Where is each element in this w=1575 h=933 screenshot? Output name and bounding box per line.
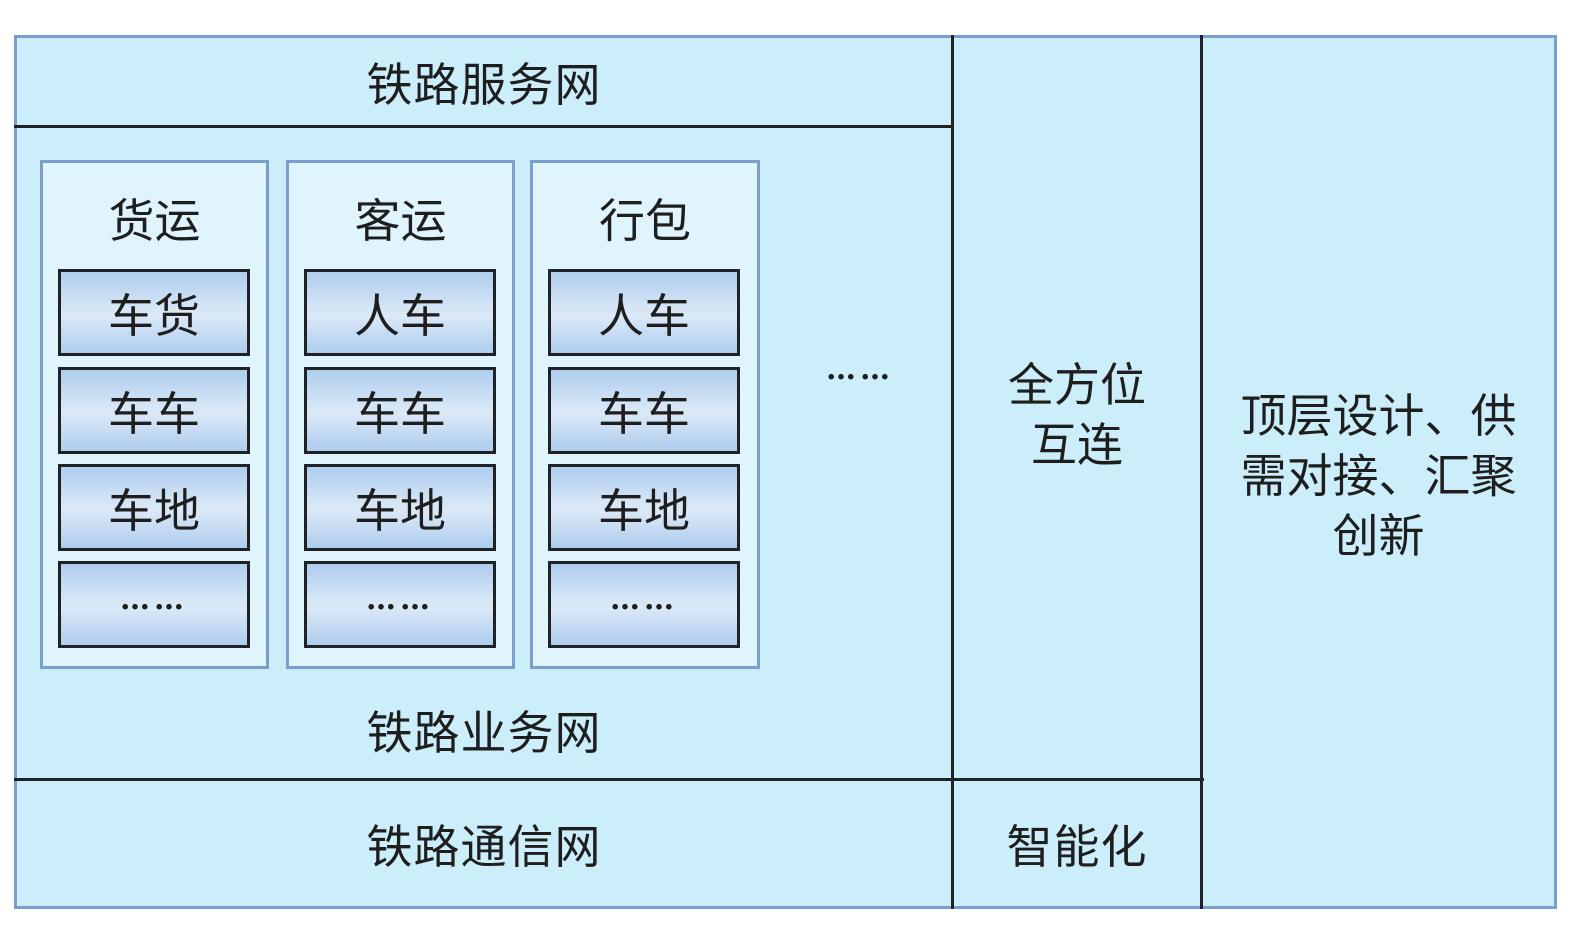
group-title: 客运: [354, 194, 447, 248]
service-network-label: 铁路服务网: [366, 57, 602, 112]
group-luggage: 行包 人车 车车 车地 ……: [530, 160, 760, 669]
group-item: 车地: [304, 464, 496, 551]
divider-communication-network: [14, 778, 1204, 781]
business-network-label: 铁路业务网: [366, 706, 602, 760]
group-freight: 货运 车货 车车 车地 ……: [40, 160, 269, 669]
group-item: 车车: [548, 367, 740, 454]
intelligence-label: 智能化: [1006, 819, 1148, 874]
top-design-label: 顶层设计、供 需对接、汇聚 创新: [1203, 386, 1554, 566]
ellipsis: ……: [610, 581, 678, 617]
diagram-frame: [14, 35, 1557, 909]
group-title: 行包: [599, 194, 691, 248]
ellipsis: ……: [120, 581, 188, 617]
divider-interconnect-column: [951, 35, 954, 909]
group-item: 车地: [58, 464, 250, 551]
divider-top-design-column: [1200, 35, 1203, 909]
interconnect-line1: 全方位: [1008, 358, 1146, 412]
ellipsis: ……: [366, 581, 434, 617]
top-design-line2: 需对接、汇聚: [1240, 449, 1517, 503]
more-groups-ellipsis: ……: [826, 352, 894, 387]
communication-network-label: 铁路通信网: [366, 819, 602, 874]
interconnect-label: 全方位 互连: [954, 355, 1200, 475]
group-item-more: ……: [304, 561, 496, 648]
group-item: 车货: [58, 269, 250, 356]
group-item-more: ……: [58, 561, 250, 648]
top-design-line3: 创新: [1332, 509, 1425, 563]
group-passenger: 客运 人车 车车 车地 ……: [286, 160, 515, 669]
interconnect-line2: 互连: [1031, 418, 1123, 472]
group-item: 人车: [304, 269, 496, 356]
top-design-line1: 顶层设计、供: [1240, 389, 1517, 443]
group-title: 货运: [108, 194, 201, 248]
group-item-more: ……: [548, 561, 740, 648]
divider-service-network: [14, 125, 954, 128]
group-item: 车地: [548, 464, 740, 551]
group-item: 车车: [304, 367, 496, 454]
group-item: 车车: [58, 367, 250, 454]
group-item: 人车: [548, 269, 740, 356]
